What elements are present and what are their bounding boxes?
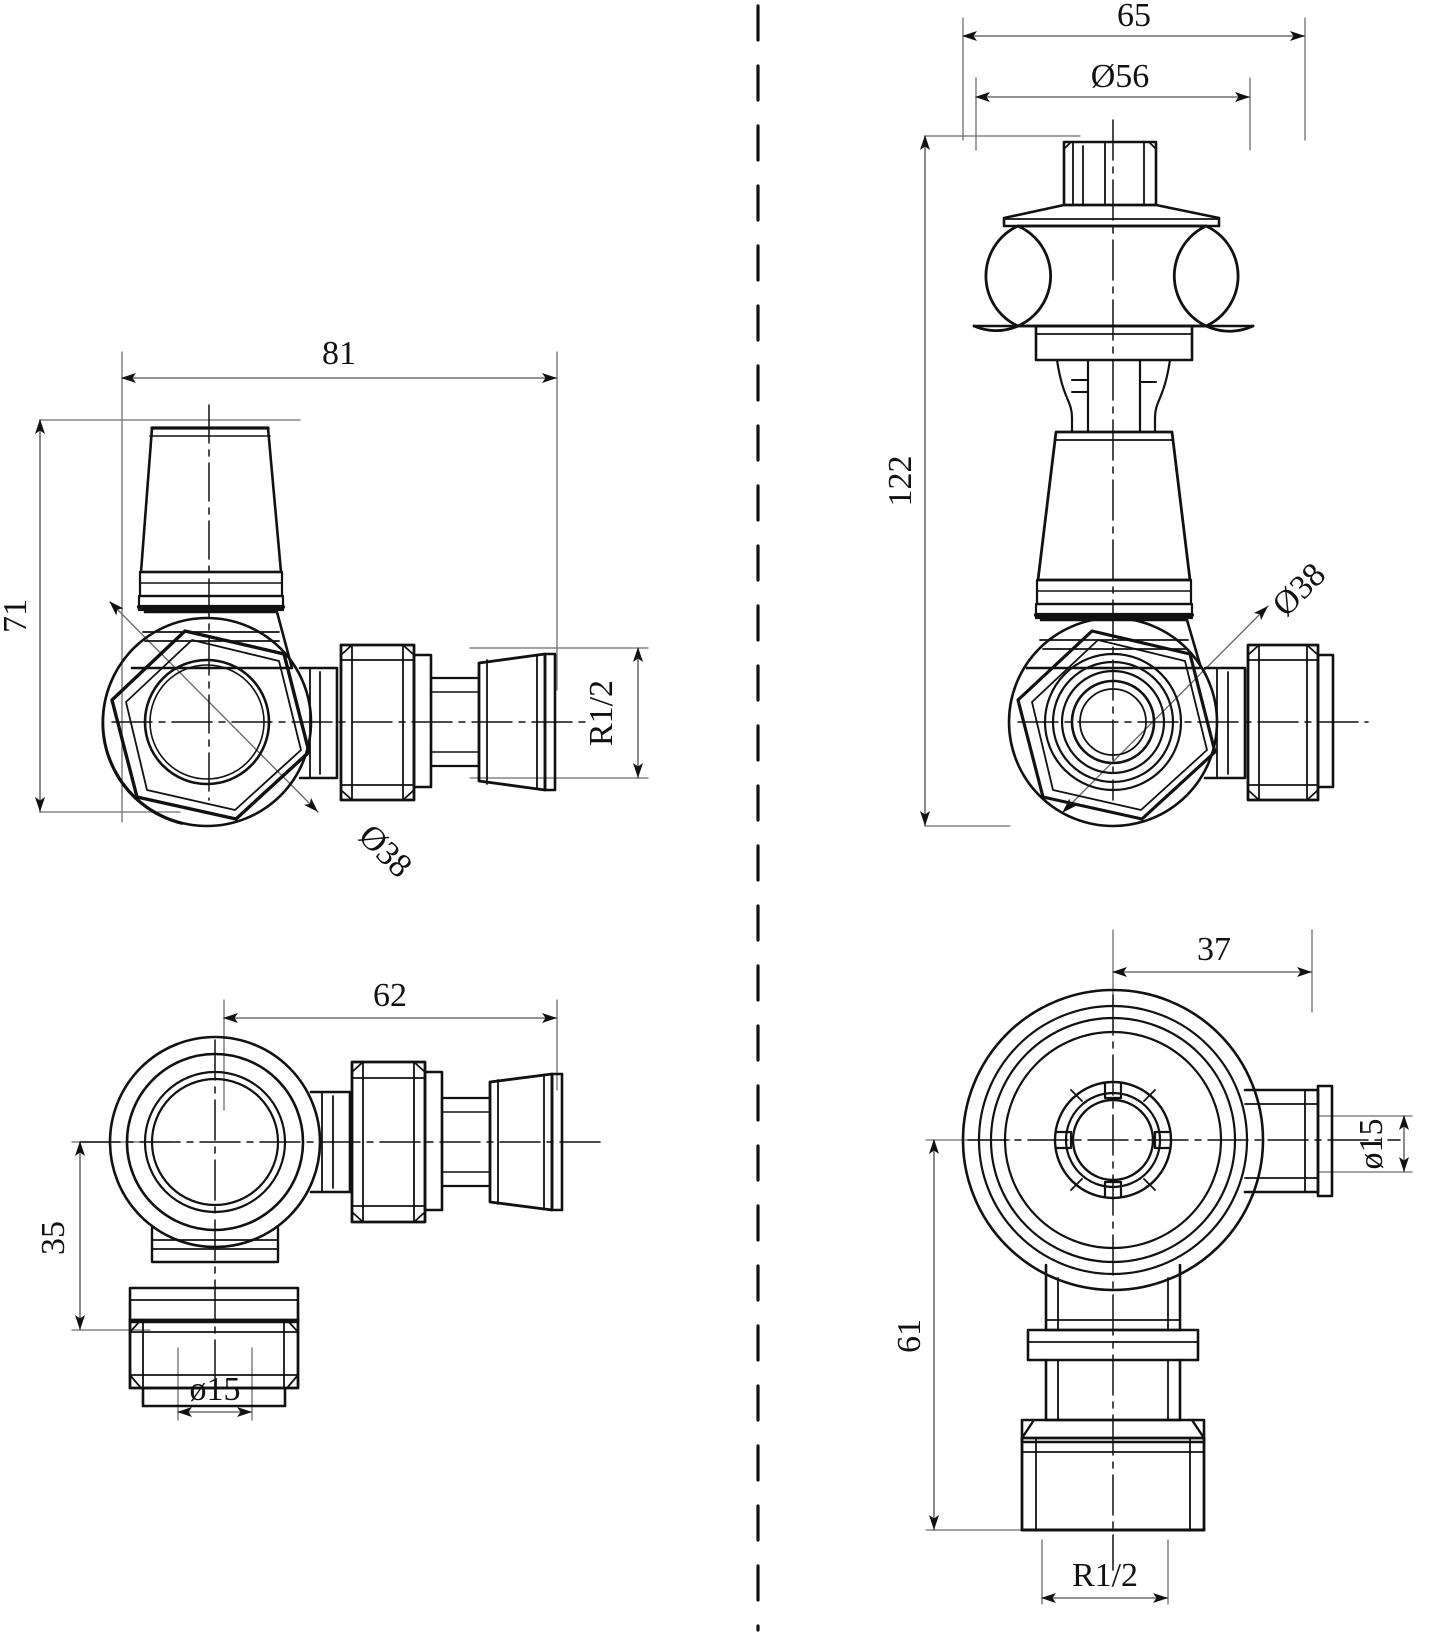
dimension-71: 71: [0, 419, 45, 813]
dimension-62: 62: [223, 977, 558, 1023]
valve-geometry-tl: [101, 426, 557, 828]
dimension-d15-br: ø15: [1353, 1115, 1409, 1173]
view-angled-valve-plan-view: 62 35 ø15: [35, 977, 601, 1421]
dimension-r12-tl: R1/2: [583, 647, 643, 779]
dimension-37: 37: [1112, 931, 1313, 977]
dimension-81: 81: [121, 335, 558, 383]
dimension-71-label: 71: [0, 599, 34, 633]
dimension-r12-br: R1/2: [1041, 1557, 1169, 1603]
dimension-62-label: 62: [373, 977, 407, 1014]
centre-lines-tr: [1017, 119, 1369, 801]
dimension-r12-tl-label: R1/2: [583, 680, 620, 746]
dimension-d38-tr-label: Ø38: [1265, 556, 1333, 624]
view-thermostatic-valve-front-elevation: 65 Ø56 122 Ø38: [882, 0, 1369, 828]
dimension-35: 35: [35, 1141, 85, 1331]
valve-geometry-tr: [972, 140, 1335, 828]
centre-lines-tl: [111, 404, 591, 801]
dimension-d15-br-label: ø15: [1353, 1119, 1390, 1170]
dimension-d56-label: Ø56: [1091, 58, 1150, 95]
dimension-122-label: 122: [882, 456, 919, 507]
dimension-81-label: 81: [322, 335, 356, 372]
dimension-r12-br-label: R1/2: [1072, 1557, 1138, 1594]
dimension-61: 61: [891, 1139, 939, 1531]
dimension-65-label: 65: [1117, 0, 1151, 34]
valve-geometry-bl: [108, 1035, 564, 1408]
dimension-65: 65: [962, 0, 1306, 41]
dimension-d56: Ø56: [975, 58, 1251, 102]
centre-lines-bl: [79, 1039, 601, 1379]
extension-lines-tl: [39, 351, 649, 823]
centre-lines-br: [967, 994, 1401, 1571]
valve-geometry-br: [961, 988, 1334, 1532]
dimension-37-label: 37: [1197, 931, 1231, 968]
view-angled-valve-side-elevation: 81 71 R1/2 Ø38: [0, 335, 649, 885]
dimension-61-label: 61: [891, 1319, 928, 1353]
dimension-d38-tl-label: Ø38: [351, 817, 419, 885]
view-valve-top-plan-view: 37 61 ø15 R1/2: [891, 929, 1413, 1605]
dimension-122: 122: [882, 135, 930, 827]
dimension-35-label: 35: [35, 1221, 72, 1255]
